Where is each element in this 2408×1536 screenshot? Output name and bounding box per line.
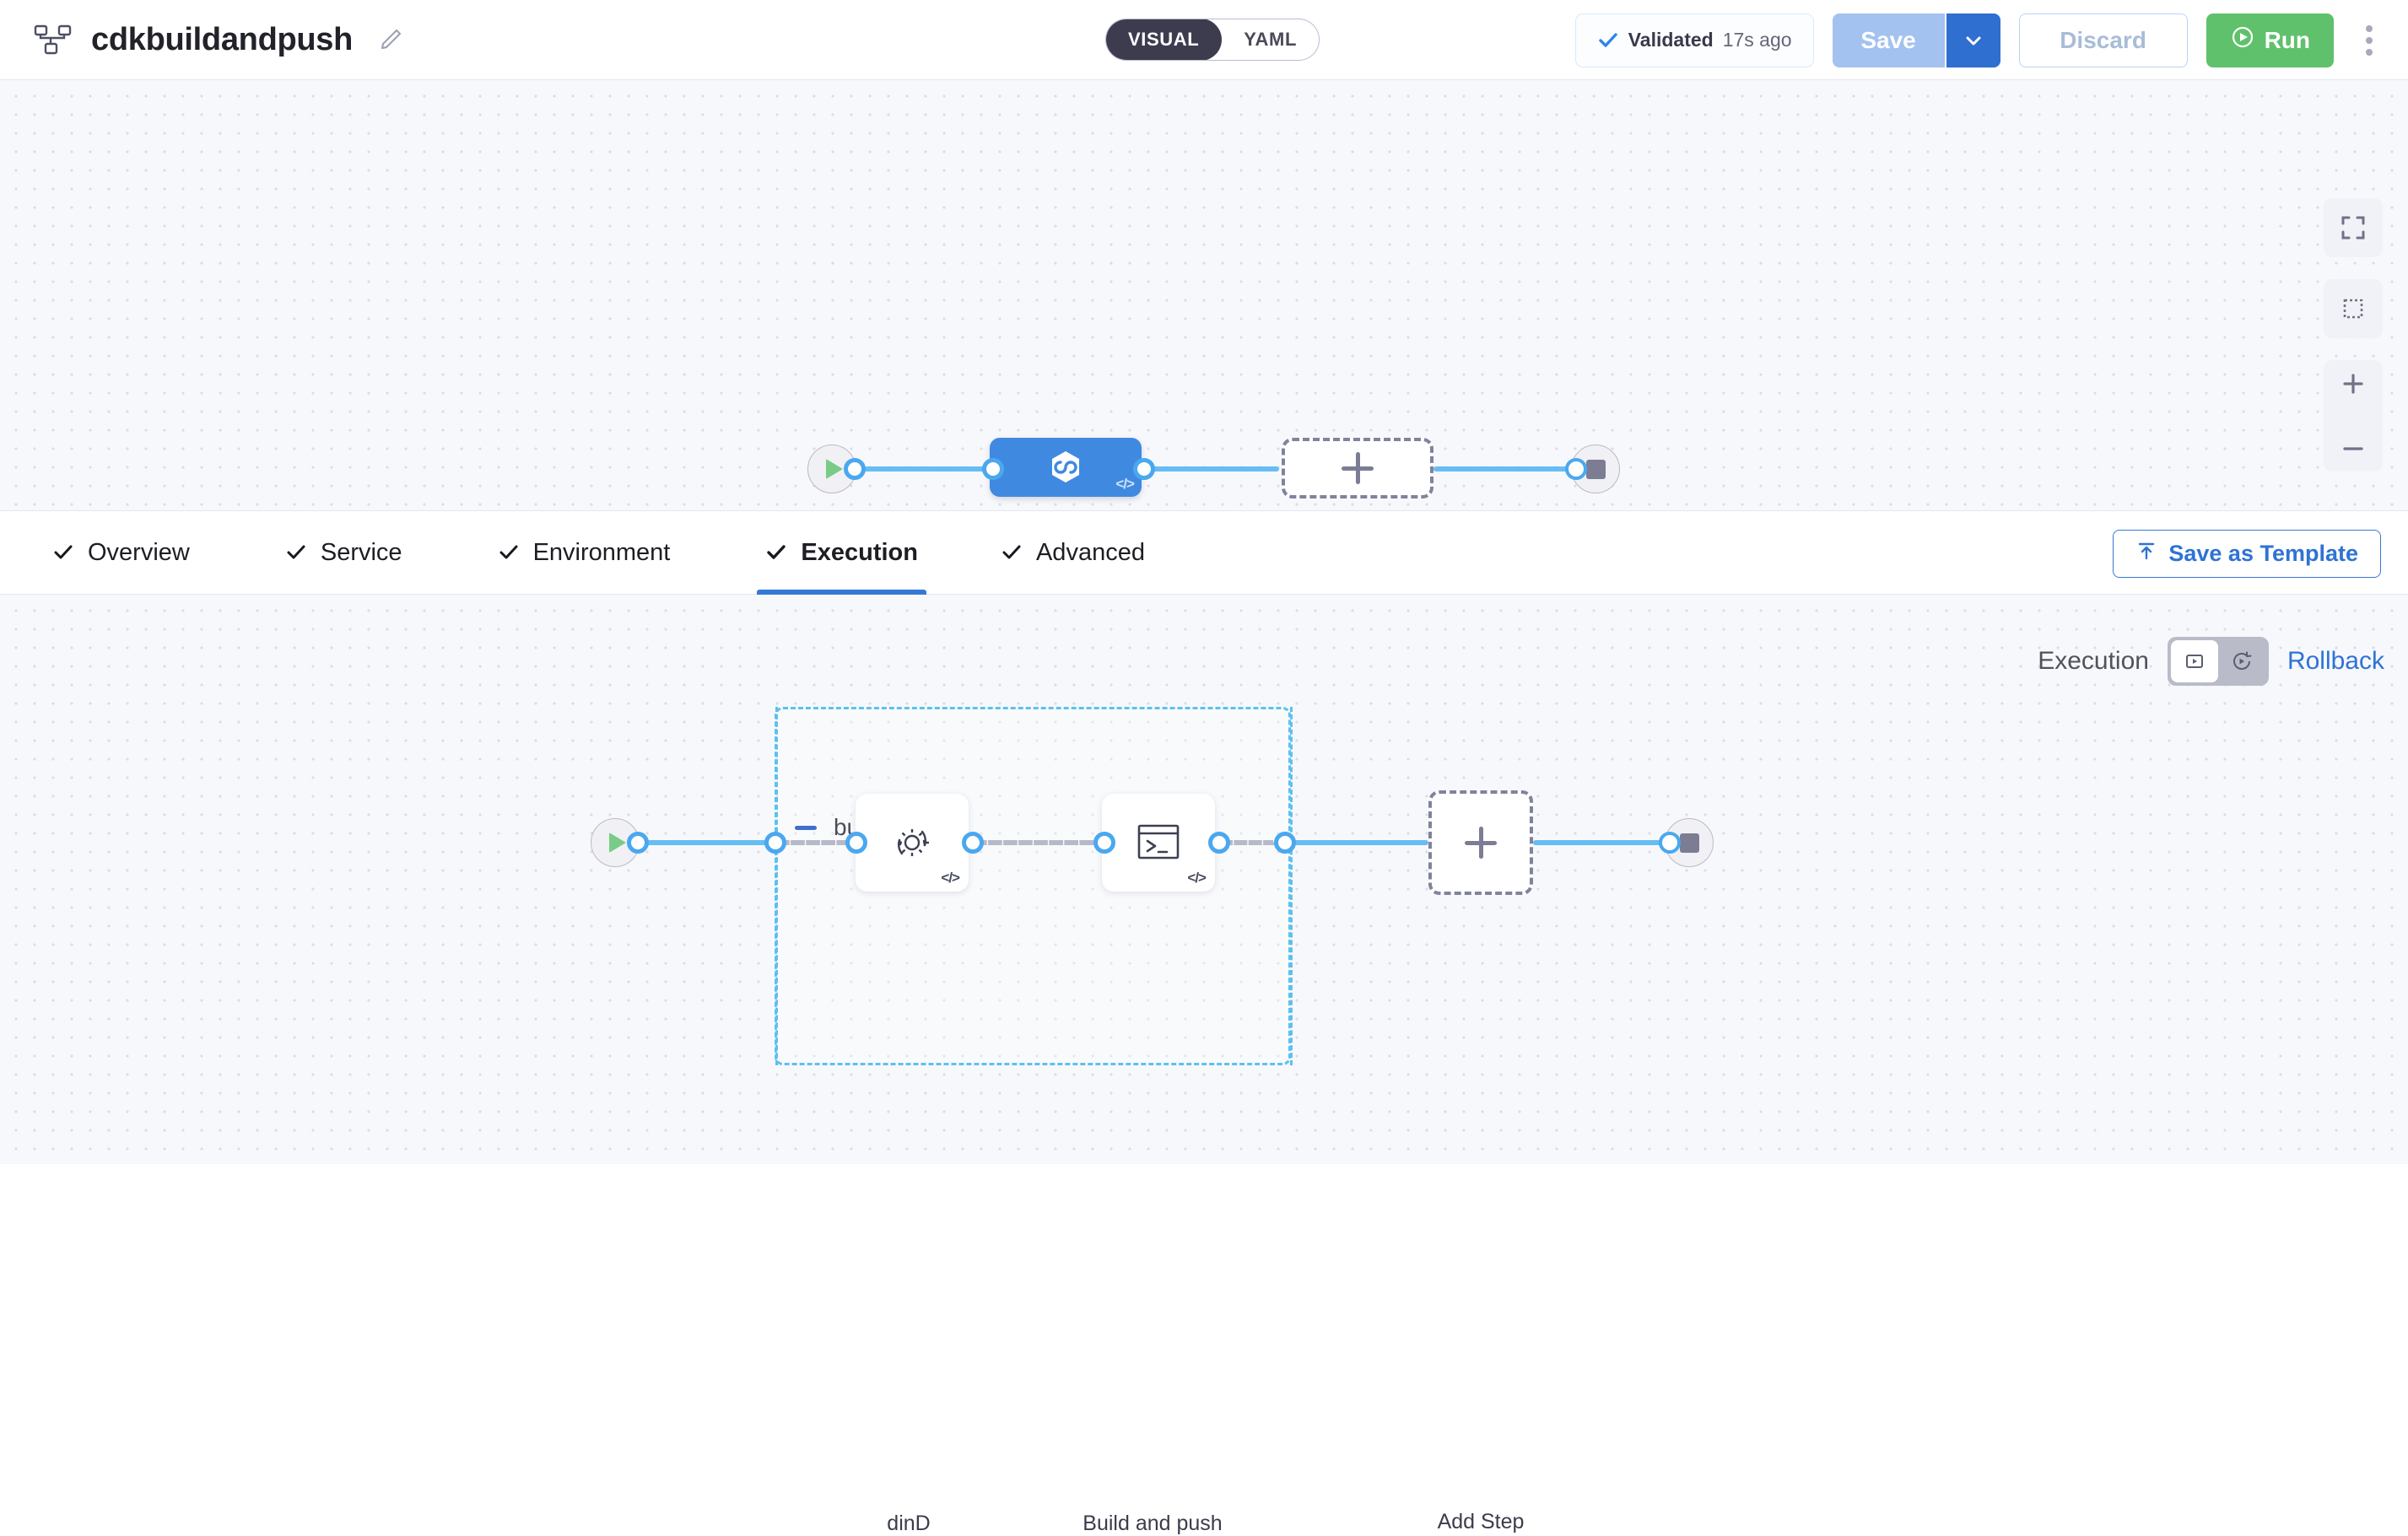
execution-mode-label: Execution (2038, 647, 2149, 675)
save-button[interactable]: Save (1832, 13, 1945, 67)
ckd-input-port[interactable] (982, 458, 1004, 480)
tab-service[interactable]: Service (277, 510, 411, 595)
group-input-port[interactable] (764, 832, 786, 854)
check-icon (498, 542, 520, 563)
status-badge: Validated 17s ago (1574, 13, 1814, 67)
connector-group-to-dind (775, 840, 850, 845)
add-step-button[interactable] (1428, 790, 1533, 895)
tab-label: Advanced (1035, 538, 1145, 566)
save-as-template-label: Save as Template (2168, 541, 2358, 566)
header-actions: Validated 17s ago Save Discard Run (1574, 0, 2386, 80)
tab-label: Overview (88, 538, 190, 566)
dind-output-port[interactable] (962, 832, 984, 854)
marquee-select-icon[interactable] (2324, 279, 2383, 338)
tab-label: Environment (532, 538, 671, 566)
terminal-icon (1137, 824, 1180, 860)
check-icon (52, 542, 74, 563)
save-as-template-button[interactable]: Save as Template (2113, 530, 2381, 578)
tab-yaml[interactable]: YAML (1244, 29, 1297, 50)
add-step-label: Add Step (1437, 1510, 1525, 1533)
run-label: Run (2264, 26, 2310, 53)
execution-mode-row: Execution Rollback (2038, 637, 2384, 686)
run-button[interactable]: Run (2206, 13, 2334, 67)
section-tabbar: Overview Service Environment Execution A… (0, 510, 2408, 595)
add-stage-button[interactable] (1282, 438, 1433, 499)
save-button-group[interactable]: Save (1832, 13, 2000, 67)
play-icon (825, 459, 843, 479)
canvas-controls (2324, 198, 2383, 493)
app-header: cdkbuildandpush VISUAL YAML Validated 17… (0, 0, 2408, 80)
connector-buildpush-to-groupend (1219, 840, 1277, 845)
kebab-menu-icon[interactable] (2352, 13, 2386, 67)
rollback-button[interactable]: Rollback (2287, 647, 2384, 675)
group-left-edge (775, 707, 778, 1065)
check-icon (1001, 542, 1023, 563)
tab-environment[interactable]: Environment (489, 510, 679, 595)
dind-input-port[interactable] (845, 832, 867, 854)
zoom-in-icon[interactable] (2324, 360, 2383, 407)
connector-addstage-to-end (1433, 466, 1577, 472)
tab-visual[interactable]: VISUAL (1106, 19, 1223, 60)
play-circle-icon (2230, 24, 2255, 56)
execution-end-port[interactable] (1659, 832, 1681, 854)
pipeline-nodes-icon (34, 23, 73, 57)
buildpush-output-port[interactable] (1208, 832, 1230, 854)
step-node-build-and-push[interactable]: </> (1102, 794, 1215, 892)
fullscreen-icon[interactable] (2324, 198, 2383, 257)
check-icon (285, 542, 307, 563)
zoom-out-icon[interactable] (2324, 425, 2383, 472)
step-label-dind: dinD (887, 1512, 931, 1535)
code-badge-icon: </> (941, 870, 960, 886)
page-title: cdkbuildandpush (91, 21, 354, 57)
execution-canvas[interactable]: Execution Rollback build (0, 595, 2408, 1535)
tab-advanced[interactable]: Advanced (992, 510, 1153, 595)
rollback-replay-icon[interactable] (2218, 640, 2265, 682)
execution-start-port[interactable] (627, 832, 649, 854)
chevron-down-icon[interactable] (1944, 13, 2000, 67)
tab-label: Service (320, 538, 402, 566)
connector-dind-to-buildpush (973, 840, 1101, 845)
gear-refresh-icon (898, 829, 929, 856)
pencil-icon[interactable] (378, 27, 403, 52)
code-badge-icon: </> (1187, 870, 1207, 886)
harness-hexagon-icon (1052, 451, 1079, 482)
zoom-controls (2324, 360, 2383, 472)
stage-canvas[interactable]: </> ckd Add Stage (0, 80, 2408, 563)
execution-play-box-icon[interactable] (2170, 640, 2218, 682)
validated-timestamp: 17s ago (1722, 29, 1792, 51)
start-output-port[interactable] (844, 458, 866, 480)
connector-start-to-group (638, 840, 775, 845)
validated-label: Validated (1628, 29, 1714, 51)
discard-button[interactable]: Discard (2018, 13, 2188, 67)
connector-start-to-ckd (855, 466, 1002, 472)
connector-ckd-to-addstage (1144, 466, 1279, 472)
step-label-build-and-push: Build and push (1083, 1512, 1223, 1535)
upload-icon (2135, 540, 2157, 568)
ckd-output-port[interactable] (1133, 458, 1155, 480)
tab-execution[interactable]: Execution (757, 510, 926, 595)
code-badge-icon: </> (1115, 476, 1135, 492)
check-icon (765, 542, 787, 563)
buildpush-input-port[interactable] (1093, 832, 1115, 854)
stage-node-ckd[interactable]: </> (990, 438, 1142, 497)
group-right-edge (1290, 707, 1293, 1065)
tab-overview[interactable]: Overview (44, 510, 198, 595)
step-node-dind[interactable]: </> (856, 794, 969, 892)
connector-group-to-addstep (1285, 840, 1428, 845)
view-mode-toggle[interactable]: VISUAL YAML (1105, 19, 1320, 61)
check-icon (1597, 30, 1619, 51)
stop-icon (1585, 459, 1606, 479)
connector-addstep-to-end (1533, 840, 1671, 845)
stop-icon (1679, 833, 1699, 853)
pipeline-end-node[interactable] (1571, 445, 1620, 493)
tab-label: Execution (801, 538, 918, 566)
minus-icon[interactable] (795, 825, 817, 830)
play-icon (608, 833, 626, 853)
step-group-build[interactable] (775, 707, 1291, 1065)
group-output-port[interactable] (1274, 832, 1296, 854)
execution-rollback-toggle[interactable] (2167, 637, 2269, 686)
end-input-port[interactable] (1565, 458, 1587, 480)
header-left-group: cdkbuildandpush (0, 22, 403, 58)
